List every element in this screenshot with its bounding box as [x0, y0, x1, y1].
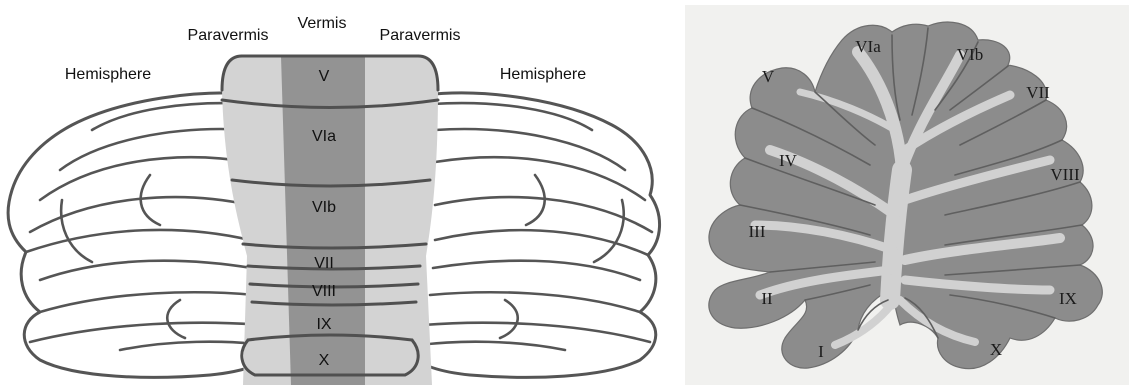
label-hemisphere-right: Hemisphere: [500, 66, 586, 83]
section-label-via: VIa: [855, 37, 881, 56]
lobule-label-x: X: [319, 352, 330, 369]
label-vermis: Vermis: [298, 15, 347, 32]
section-label-i: I: [818, 342, 824, 361]
label-paravermis-left: Paravermis: [188, 27, 269, 44]
section-label-viii: VIII: [1050, 165, 1080, 184]
section-label-x: X: [990, 340, 1002, 359]
cerebellum-histology-section: VIa VIb V VII IV VIII III II IX I X: [685, 5, 1129, 385]
section-label-ii: II: [761, 289, 773, 308]
lobule-label-vii: VII: [314, 255, 334, 272]
lobule-label-ix: IX: [316, 316, 331, 333]
section-label-iii: III: [749, 222, 766, 241]
label-paravermis-right: Paravermis: [380, 27, 461, 44]
section-label-v: V: [762, 67, 775, 86]
section-label-ix: IX: [1059, 289, 1077, 308]
cerebellum-schematic: Vermis Paravermis Paravermis Hemisphere …: [8, 15, 659, 385]
lobule-label-vib: VIb: [312, 199, 336, 216]
lobule-label-viii: VIII: [312, 283, 336, 300]
lobule-label-v: V: [319, 68, 330, 85]
section-label-vii: VII: [1026, 83, 1050, 102]
section-label-vib: VIb: [957, 45, 983, 64]
label-hemisphere-left: Hemisphere: [65, 66, 151, 83]
section-label-iv: IV: [779, 151, 798, 170]
lobule-label-via: VIa: [312, 128, 336, 145]
right-hemisphere: [410, 93, 660, 377]
